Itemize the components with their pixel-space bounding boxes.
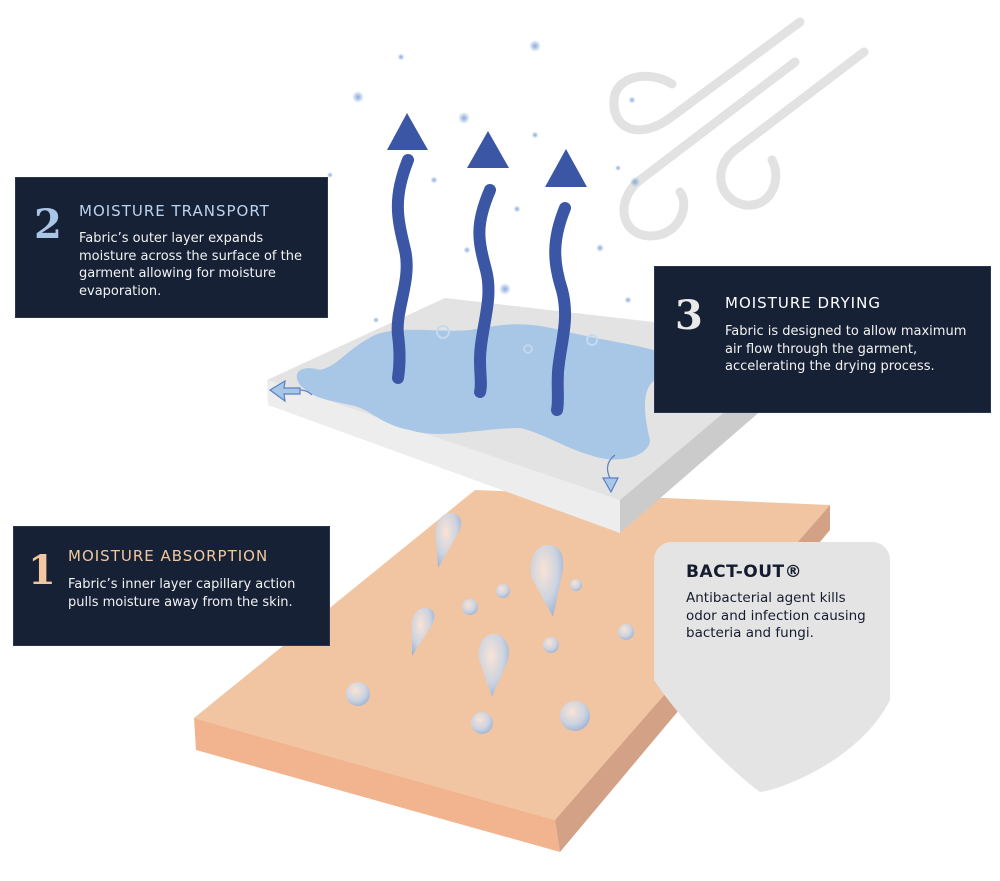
step-title: MOISTURE ABSORPTION [68, 547, 269, 565]
step-description: Fabric’s inner layer capillary action pu… [68, 577, 296, 610]
step-description: Fabric’s outer layer expands moisture ac… [79, 231, 302, 299]
step-title: MOISTURE DRYING [725, 294, 881, 312]
feature-callout: BACT-OUT® Antibacterial agent kills odor… [686, 562, 876, 643]
arrow-up-wavy-icon [391, 154, 572, 416]
step-number: 3 [675, 292, 703, 339]
step-2-panel: 2 MOISTURE TRANSPORT Fabric’s outer laye… [15, 177, 328, 318]
step-description: Fabric is designed to allow maximum air … [725, 324, 967, 374]
step-number: 1 [28, 547, 56, 594]
water-droplet-icon [346, 513, 634, 734]
wind-icon [609, 17, 869, 241]
feature-description: Antibacterial agent kills odor and infec… [686, 590, 866, 641]
arrow-heads [387, 113, 587, 187]
step-number: 2 [34, 201, 62, 248]
step-title: MOISTURE TRANSPORT [79, 202, 270, 220]
arrow-curved-icon [268, 379, 619, 494]
step-1-panel: 1 MOISTURE ABSORPTION Fabric’s inner lay… [13, 526, 330, 646]
evaporation-dots [327, 40, 640, 323]
feature-title: BACT-OUT® [686, 562, 803, 582]
step-3-panel: 3 MOISTURE DRYING Fabric is designed to … [654, 266, 991, 413]
shield-icon [654, 542, 890, 792]
